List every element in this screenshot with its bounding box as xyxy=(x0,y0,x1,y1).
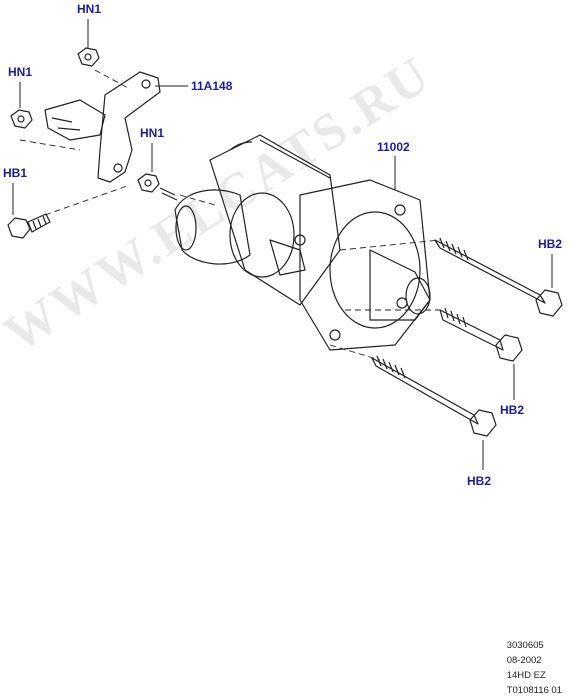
ref-line-1: 3030605 xyxy=(506,640,544,651)
starter-motor-11002 xyxy=(174,134,431,351)
ref-line-3: 14HD EZ xyxy=(506,670,546,681)
callout-hb2-a: HB2 xyxy=(538,237,563,251)
ref-line-4: T0108116 01 xyxy=(506,685,562,696)
assembly-dash-lines xyxy=(19,69,445,361)
drawing-reference-block: 3030605 08-2002 14HD EZ T0108116 01 xyxy=(507,638,562,698)
callout-hb2-b: HB2 xyxy=(500,403,525,417)
callout-hn1-left: HN1 xyxy=(8,65,33,79)
bolt-hb2-lower xyxy=(371,355,497,437)
bracket-11a148 xyxy=(44,71,161,183)
bolt-hb1 xyxy=(7,213,51,239)
leader-lines xyxy=(12,19,553,470)
callout-hn1-mid: HN1 xyxy=(140,126,165,140)
callout-hb2-c: HB2 xyxy=(467,474,492,488)
bolt-hb2-upper xyxy=(434,237,563,317)
nut-hn1-left xyxy=(10,109,33,129)
bolt-hb2-middle xyxy=(439,307,523,362)
callout-hn1-top: HN1 xyxy=(77,2,102,16)
nut-hn1-top xyxy=(77,47,100,67)
callout-11a148: 11A148 xyxy=(191,79,233,93)
ref-line-2: 08-2002 xyxy=(506,655,542,666)
nut-hn1-mid xyxy=(137,173,178,201)
callout-hb1: HB1 xyxy=(3,166,28,180)
callout-11002: 11002 xyxy=(377,140,410,154)
